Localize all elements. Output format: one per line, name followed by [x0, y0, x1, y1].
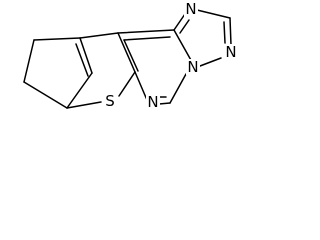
bond-c2-c3a	[79, 32, 119, 39]
bond-n-c7a	[134, 71, 148, 101]
bond-c5p-n	[158, 102, 171, 105]
bond-nright-nbridge	[199, 57, 222, 67]
cyclopentane-ring	[23, 37, 93, 109]
double-bond-c9a-ntop-inner	[179, 19, 190, 34]
double-bond-c2t-nright-inner	[223, 21, 226, 44]
sulfur-atom-label: S	[105, 92, 115, 110]
triazole-top-nitrogen-label: N	[185, 0, 196, 18]
bond-nbridge-c5p	[169, 73, 187, 104]
double-bond-c1-c2-inner	[75, 43, 89, 77]
atom-labels: S N N N N	[103, 0, 238, 111]
triazole-right-nitrogen-label: N	[225, 43, 236, 61]
bond-c7a-s	[118, 71, 136, 97]
bond-c2t-nright	[229, 17, 232, 46]
bond-c3a-c7a	[117, 32, 136, 73]
bridgehead-nitrogen-label: N	[187, 58, 198, 76]
double-bond-c3a-c7a-inner	[123, 39, 139, 72]
bond-c3a-c9a	[117, 29, 175, 34]
structure-canvas: S N N N N	[0, 0, 247, 135]
double-bond-c3a-c9a-inner	[123, 36, 171, 41]
triazole-ring	[173, 9, 232, 67]
bond-c1-c2	[79, 37, 93, 74]
bond-ntop-c2t	[196, 9, 231, 19]
pyrimidine-ring	[117, 29, 193, 105]
pyrimidine-nitrogen-label: N	[147, 93, 158, 111]
bond-c4-c5	[23, 81, 68, 109]
bond-s-c5	[66, 101, 102, 109]
bond-c9a-ntop	[173, 13, 186, 31]
bond-c2-c3	[33, 37, 81, 41]
bond-c3-c4	[23, 39, 35, 83]
bond-c9a-nbridge	[173, 29, 193, 63]
bond-c5-c1	[66, 72, 93, 109]
thiophene-ring	[66, 32, 139, 109]
molecule-diagram: S N N N N	[23, 0, 238, 111]
